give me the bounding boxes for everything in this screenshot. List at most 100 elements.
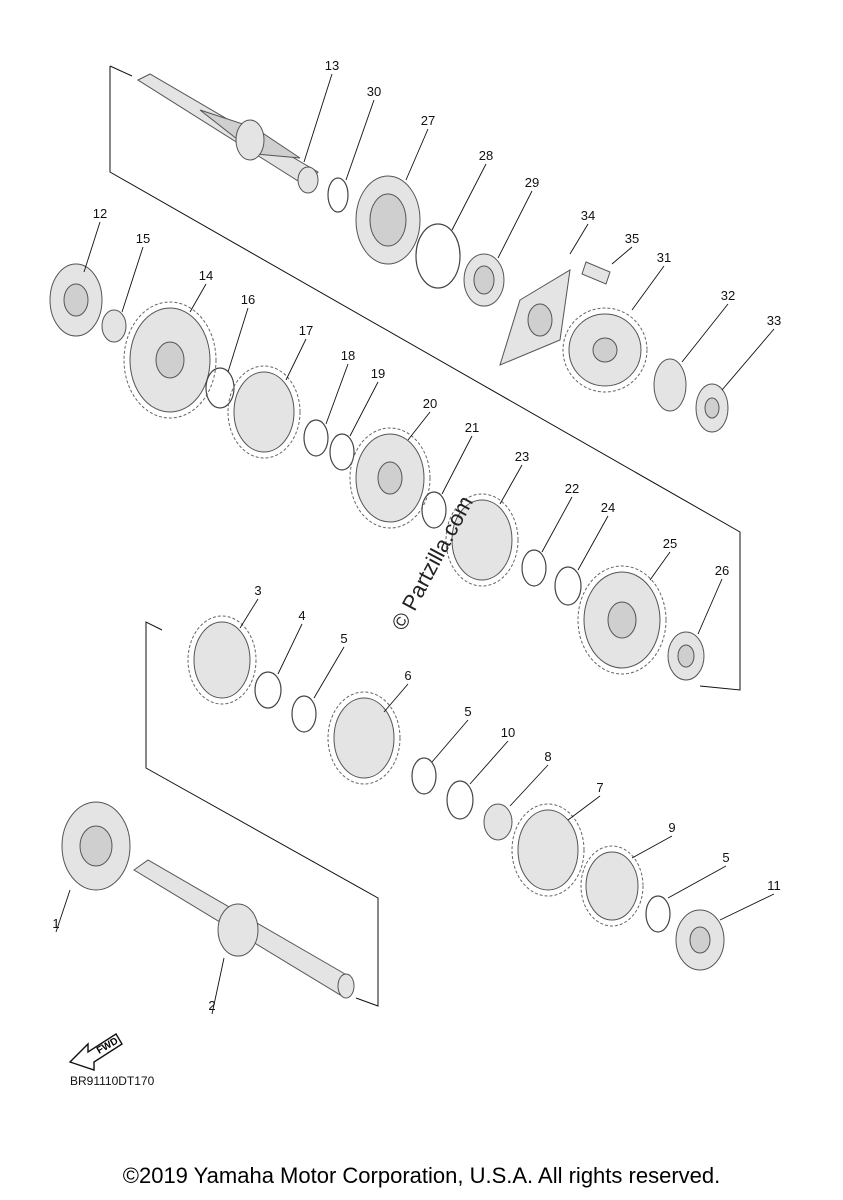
leader-line-33	[721, 328, 775, 391]
leader-line-21	[441, 435, 473, 495]
callout-28: 28	[479, 148, 493, 163]
leader-line-6	[383, 683, 409, 713]
diagram-code: BR91110DT170	[70, 1074, 155, 1088]
leader-line-19	[349, 381, 379, 437]
callout-25: 25	[663, 536, 677, 551]
callout-26: 26	[715, 563, 729, 578]
leader-line-34	[569, 223, 589, 255]
callout-8: 8	[544, 749, 551, 764]
leader-line-10	[469, 740, 509, 785]
upper-assembly-frame	[109, 66, 741, 691]
bearing-part-12	[49, 263, 103, 337]
callout-5: 5	[464, 704, 471, 719]
main-shaft-part-2	[133, 859, 355, 999]
lock-washer-part-34	[499, 269, 571, 366]
leader-line-4	[277, 623, 303, 675]
callout-4: 4	[298, 608, 305, 623]
callout-9: 9	[668, 820, 675, 835]
gear-part-3	[187, 615, 257, 705]
callout-11: 11	[767, 878, 781, 893]
leader-line-15	[121, 246, 144, 313]
circlip-part-19	[329, 433, 355, 471]
collar-part-8	[483, 803, 513, 841]
callout-34: 34	[581, 208, 595, 223]
leader-line-17	[285, 338, 307, 381]
callout-19: 19	[371, 366, 385, 381]
leader-line-3	[239, 598, 259, 629]
callout-27: 27	[421, 113, 435, 128]
leader-line-7	[567, 795, 601, 821]
callout-33: 33	[767, 313, 781, 328]
callout-2: 2	[208, 998, 215, 1013]
washer-part-10	[446, 780, 474, 820]
lower-assembly-frame	[145, 621, 379, 1007]
leader-line-16	[227, 307, 249, 373]
callout-14: 14	[199, 268, 213, 283]
callout-17: 17	[299, 323, 313, 338]
callout-35: 35	[625, 231, 639, 246]
callout-16: 16	[241, 292, 255, 307]
forward-arrow-icon: FWD	[68, 1033, 123, 1071]
leader-line-24	[577, 515, 609, 571]
main-axle-shaft-part-13	[136, 73, 319, 194]
leader-line-11	[719, 893, 775, 921]
leader-line-5	[667, 865, 727, 899]
circlip-part-5-b	[411, 757, 437, 795]
callout-23: 23	[515, 449, 529, 464]
nut-part-33	[695, 383, 729, 433]
callout-12: 12	[93, 206, 107, 221]
gear-part-7	[511, 803, 585, 897]
drive-sprocket-part-31	[562, 307, 648, 393]
callout-1: 1	[52, 916, 59, 931]
bearing-part-1	[61, 801, 131, 891]
gear-part-20	[349, 427, 431, 529]
circlip-part-21	[421, 491, 447, 529]
leader-line-31	[631, 265, 665, 311]
callout-6: 6	[404, 668, 411, 683]
callout-20: 20	[423, 396, 437, 411]
leader-line-9	[631, 835, 673, 859]
washer-part-32	[653, 358, 687, 412]
copyright-notice: ©2019 Yamaha Motor Corporation, U.S.A. A…	[122, 1163, 721, 1188]
leader-line-5	[431, 719, 469, 763]
leader-line-5	[313, 646, 345, 699]
leader-line-20	[407, 411, 431, 441]
circlip-part-5-a	[291, 695, 317, 733]
leader-line-29	[497, 190, 533, 259]
washer-part-4	[254, 671, 282, 709]
callout-10: 10	[501, 725, 515, 740]
washer-part-28	[415, 223, 461, 289]
leader-lines	[55, 73, 775, 1015]
washer-part-24	[554, 566, 582, 606]
leader-line-28	[451, 163, 487, 231]
bolt-part-35	[581, 261, 611, 285]
circlip-part-30	[327, 177, 349, 213]
leader-line-30	[345, 99, 375, 181]
leader-line-12	[83, 221, 101, 273]
leader-line-8	[509, 764, 549, 807]
leader-line-14	[189, 283, 207, 313]
bearing-part-11	[675, 909, 725, 971]
collar-part-29	[463, 253, 505, 307]
callout-29: 29	[525, 175, 539, 190]
callout-18: 18	[341, 348, 355, 363]
gear-part-17	[227, 365, 301, 459]
callout-3: 3	[254, 583, 261, 598]
leader-line-35	[611, 246, 633, 265]
callout-15: 15	[136, 231, 150, 246]
gear-part-23	[445, 493, 519, 587]
callout-7: 7	[596, 780, 603, 795]
leader-line-13	[303, 73, 333, 163]
circlip-part-22	[521, 549, 547, 587]
gear-part-9	[580, 845, 644, 927]
callout-22: 22	[565, 481, 579, 496]
collar-part-15	[101, 309, 127, 343]
leader-line-23	[499, 464, 523, 505]
callout-24: 24	[601, 500, 615, 515]
callout-31: 31	[657, 250, 671, 265]
washer-part-18	[303, 419, 329, 457]
circlip-part-5-c	[645, 895, 671, 933]
callout-30: 30	[367, 84, 381, 99]
callout-32: 32	[721, 288, 735, 303]
